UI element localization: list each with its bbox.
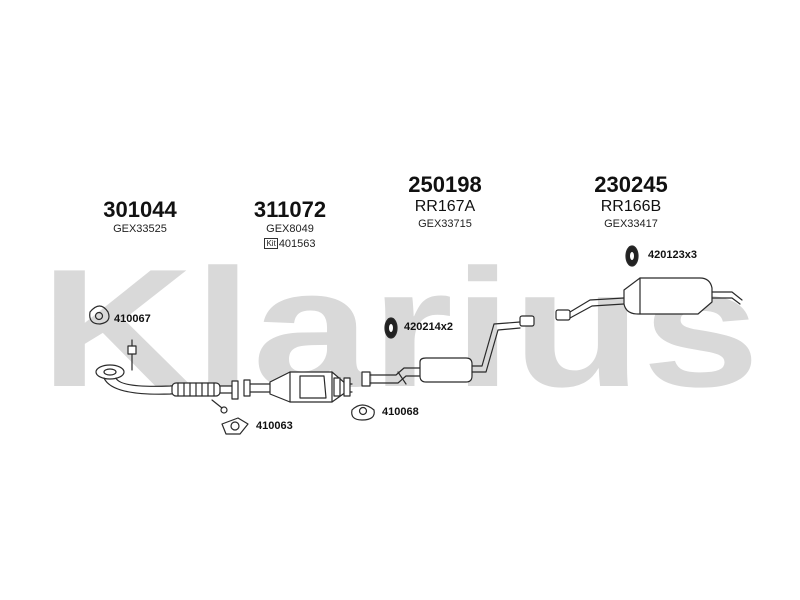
catalytic-converter-311072 xyxy=(243,371,353,403)
rubber-hanger-420123-icon xyxy=(625,245,639,267)
watermark-text: Klarius xyxy=(40,234,760,422)
ref-number: RR167A xyxy=(414,198,476,215)
fitting-label-410068: 410068 xyxy=(382,406,419,418)
oe-number: GEX8049 xyxy=(266,223,314,235)
ref-number: RR166B xyxy=(600,198,662,215)
middle-silencer-250198 xyxy=(361,315,535,387)
gasket-410063-icon xyxy=(221,417,249,435)
front-downpipe-301044 xyxy=(95,339,239,414)
fitting-label-420123x3: 420123x3 xyxy=(648,249,697,261)
rubber-hanger-420214-icon xyxy=(384,317,398,339)
part-number: 311072 xyxy=(253,197,327,222)
kit-number: 401563 xyxy=(278,238,316,250)
part-250198: 250198 RR167A GEX33715 xyxy=(390,173,500,232)
kit-badge-icon: Kit xyxy=(264,238,278,249)
fitting-label-420214x2: 420214x2 xyxy=(404,321,453,333)
gasket-410067-icon xyxy=(89,305,110,325)
part-230245: 230245 RR166B GEX33417 xyxy=(576,173,686,232)
rear-silencer-230245 xyxy=(555,277,743,321)
oe-number: GEX33417 xyxy=(604,218,658,230)
gasket-410068-icon xyxy=(351,404,375,421)
oe-number: GEX33525 xyxy=(113,223,167,235)
part-301044: 301044 GEX33525 xyxy=(90,198,190,237)
part-number: 250198 xyxy=(408,172,482,197)
fitting-label-410063: 410063 xyxy=(256,420,293,432)
part-number: 301044 xyxy=(103,197,177,222)
oe-number: GEX33715 xyxy=(418,218,472,230)
fitting-label-410067: 410067 xyxy=(114,313,151,325)
part-number: 230245 xyxy=(594,172,668,197)
